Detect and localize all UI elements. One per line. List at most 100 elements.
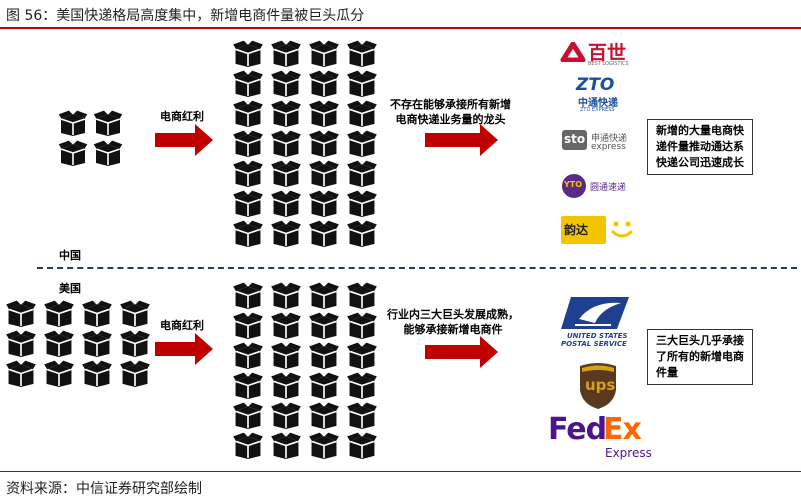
- usa-caption-line1: 行业内三大巨头发展成熟，: [387, 308, 519, 321]
- parcel-box-icon: [232, 432, 264, 459]
- zto-logo-sub2: ZTO EXPRESS: [580, 107, 615, 113]
- source-note: 资料来源：中信证券研究部绘制: [6, 481, 202, 497]
- usa-arrow2: [425, 336, 498, 368]
- china-arrow1: [155, 124, 213, 156]
- parcel-box-icon: [93, 110, 123, 136]
- parcel-box-icon: [346, 70, 378, 97]
- parcel-box-icon: [308, 432, 340, 459]
- parcel-box-icon: [346, 130, 378, 157]
- parcel-box-icon: [308, 70, 340, 97]
- parcel-box-icon: [232, 312, 264, 339]
- parcel-box-icon: [308, 40, 340, 67]
- parcel-box-icon: [5, 360, 37, 387]
- parcel-box-icon: [270, 402, 302, 429]
- parcel-box-icon: [270, 312, 302, 339]
- parcel-box-icon: [232, 130, 264, 157]
- parcel-box-icon: [270, 282, 302, 309]
- best-logo-mark: [560, 42, 586, 62]
- fedex-logo: Fed Ex Express: [548, 412, 658, 464]
- parcel-box-icon: [270, 342, 302, 369]
- usa-summary-line1: 三大巨头几乎承接: [656, 334, 744, 347]
- yto-logo-subtext: 圆通速递: [590, 183, 627, 193]
- usps-logo-text: UNITED STATES: [567, 332, 628, 340]
- parcel-box-icon: [232, 402, 264, 429]
- parcel-box-icon: [270, 432, 302, 459]
- parcel-box-icon: [93, 140, 123, 166]
- parcel-box-icon: [81, 360, 113, 387]
- yto-logo-text: YTO: [564, 180, 583, 189]
- parcel-box-icon: [119, 360, 151, 387]
- parcel-box-icon: [308, 100, 340, 127]
- china-caption-line2: 电商快递业务量的龙头: [395, 113, 506, 126]
- parcel-box-icon: [119, 330, 151, 357]
- sto-logo-badge: [562, 130, 587, 150]
- parcel-box-icon: [81, 330, 113, 357]
- figure-title: 图 56：美国快递格局高度集中，新增电商件量被巨头瓜分: [6, 8, 365, 24]
- parcel-box-icon: [346, 372, 378, 399]
- usa-region-label: 美国: [59, 282, 81, 295]
- fedex-logo-text-ex: Ex: [603, 412, 642, 447]
- parcel-box-icon: [270, 70, 302, 97]
- yunda-smile-icon: [610, 221, 634, 238]
- ups-shield-icon: [580, 363, 616, 409]
- parcel-box-icon: [232, 282, 264, 309]
- parcel-box-icon: [308, 342, 340, 369]
- zto-logo: ZTO 中通快递 ZTO EXPRESS: [574, 75, 644, 115]
- parcel-box-icon: [232, 40, 264, 67]
- china-region-label: 中国: [59, 249, 81, 262]
- fedex-logo-subtext: Express: [605, 446, 652, 460]
- parcel-box-icon: [270, 40, 302, 67]
- sto-logo-text: sto: [564, 132, 586, 146]
- china-caption-line1: 不存在能够承接所有新增: [390, 98, 511, 111]
- sto-logo-sub2: express: [591, 142, 626, 152]
- parcel-box-icon: [270, 190, 302, 217]
- usa-caption-line2: 能够承接新增电商件: [403, 323, 503, 336]
- parcel-box-icon: [5, 330, 37, 357]
- parcel-box-icon: [43, 360, 75, 387]
- yto-logo: YTO 圆通速递: [562, 174, 642, 200]
- usa-arrow2-caption: 行业内三大巨头发展成熟， 能够承接新增电商件: [387, 307, 519, 337]
- china-arrow1-label: 电商红利: [160, 110, 204, 123]
- title-rule: [0, 27, 801, 29]
- parcel-box-icon: [346, 40, 378, 67]
- parcel-box-icon: [43, 330, 75, 357]
- parcel-box-icon: [346, 100, 378, 127]
- china-summary-box: 新增的大量电商快 递件量推动通达系 快递公司迅速成长: [647, 119, 753, 175]
- parcel-box-icon: [308, 130, 340, 157]
- parcel-box-icon: [308, 220, 340, 247]
- parcel-box-icon: [232, 100, 264, 127]
- zto-logo-subtext: 中通快递: [578, 98, 618, 109]
- usa-summary-line3: 件量: [656, 366, 678, 379]
- parcel-box-icon: [270, 100, 302, 127]
- parcel-box-icon: [81, 300, 113, 327]
- yunda-logo: 韵达: [561, 216, 606, 244]
- parcel-box-icon: [308, 190, 340, 217]
- best-logo: 百世 BEST LOGISTICS: [560, 40, 640, 68]
- parcel-box-icon: [232, 342, 264, 369]
- usps-logo: UNITED STATES POSTAL SERVICE: [555, 295, 635, 350]
- china-summary-line3: 快递公司迅速成长: [656, 156, 744, 169]
- parcel-box-icon: [58, 110, 88, 136]
- parcel-box-icon: [346, 432, 378, 459]
- parcel-box-icon: [346, 190, 378, 217]
- usa-arrow1: [155, 333, 213, 365]
- parcel-box-icon: [270, 220, 302, 247]
- parcel-box-icon: [119, 300, 151, 327]
- yunda-logo-text: 韵达: [564, 223, 589, 237]
- usps-logo-subtext: POSTAL SERVICE: [561, 340, 627, 348]
- ups-logo-text: ups: [585, 376, 616, 394]
- parcel-box-icon: [43, 300, 75, 327]
- parcel-box-icon: [346, 342, 378, 369]
- fedex-logo-text-fed: Fed: [548, 412, 607, 447]
- usps-eagle-icon: [561, 297, 629, 329]
- parcel-box-icon: [232, 220, 264, 247]
- china-arrow2: [425, 124, 498, 156]
- parcel-box-icon: [346, 220, 378, 247]
- sto-logo: sto 申通快递 express: [562, 128, 642, 156]
- china-summary-line1: 新增的大量电商快: [656, 124, 744, 137]
- parcel-box-icon: [232, 70, 264, 97]
- parcel-box-icon: [308, 282, 340, 309]
- parcel-box-icon: [270, 160, 302, 187]
- parcel-box-icon: [232, 190, 264, 217]
- parcel-box-icon: [5, 300, 37, 327]
